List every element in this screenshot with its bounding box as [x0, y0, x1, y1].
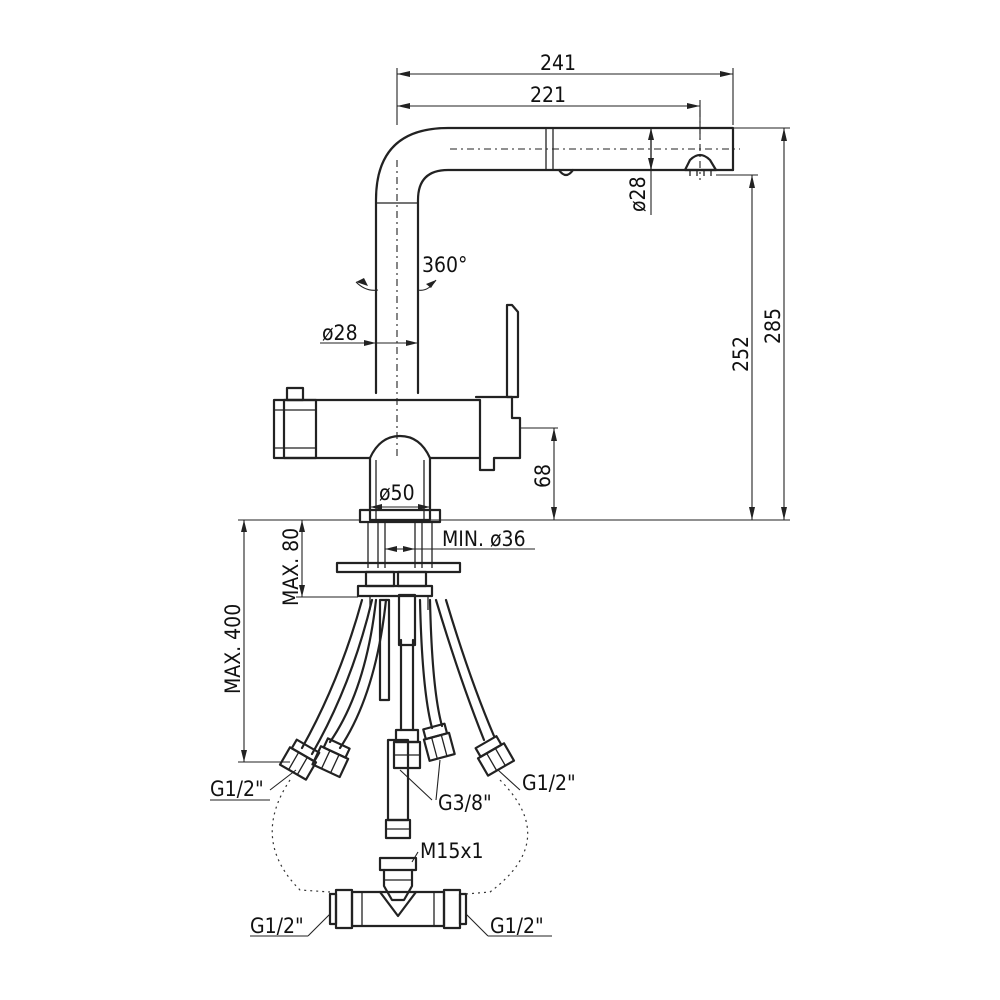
dim-body-diameter: ø28: [322, 321, 358, 345]
dim-hose-max: MAX. 400: [221, 604, 245, 694]
label-g12-left: G1/2": [210, 777, 264, 801]
label-tee-left: G1/2": [250, 914, 304, 938]
dim-width-spout: 221: [530, 83, 566, 107]
dim-deck-max: MAX. 80: [279, 528, 303, 606]
dim-hole-min: MIN. ø36: [442, 527, 526, 551]
dim-body-height: 68: [531, 464, 555, 488]
hose-loop-left: [271, 779, 331, 893]
dim-base-diameter: ø50: [379, 481, 415, 505]
label-m15: M15x1: [420, 839, 484, 863]
hoses: [278, 593, 516, 840]
label-g38: G3/8": [438, 791, 492, 815]
tee-connector: [328, 856, 468, 930]
dim-spout-diameter: ø28: [626, 176, 650, 212]
dim-width-total: 241: [540, 51, 576, 75]
label-tee-right: G1/2": [490, 914, 544, 938]
dim-rotation: 360°: [422, 253, 468, 277]
mounting-assembly: [335, 508, 462, 702]
label-g12-right: G1/2": [522, 771, 576, 795]
dim-height-total: 285: [761, 308, 785, 344]
dim-height-spout: 252: [729, 336, 753, 372]
dimension-lines: [210, 68, 790, 937]
